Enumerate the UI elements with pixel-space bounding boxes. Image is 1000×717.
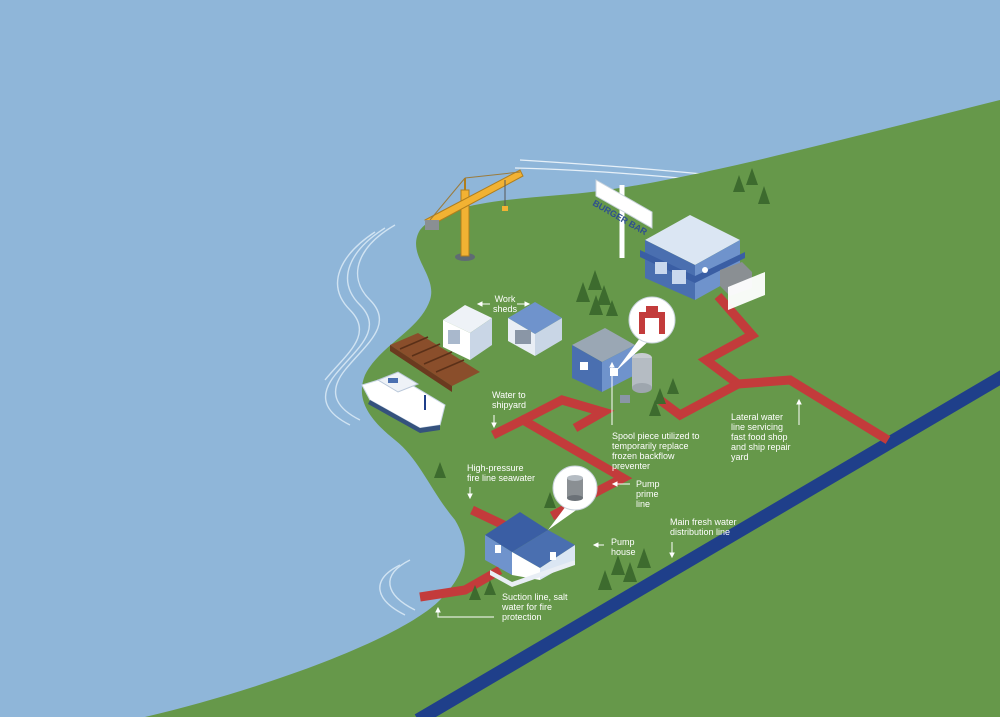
label-main-fresh-water: Main fresh water distribution line [670,517,737,537]
suction-line-pipe [419,566,503,602]
land-mass [145,100,1000,717]
trees [434,168,770,600]
burger-bar-sign [595,179,653,258]
label-spool-piece: Spool piece utilized to temporarily repl… [612,431,700,471]
lateral-water-line-pipe [697,293,891,444]
boat [361,371,446,433]
label-water-to-shipyard: Water to shipyard [492,390,527,410]
label-pump-house: Pump house [611,537,636,557]
crane [424,169,524,261]
burger-bar-building [640,215,765,310]
label-high-pressure-fire-line: High-pressure fire line seawater [467,463,536,483]
label-work-sheds: Work sheds [493,294,518,314]
pump-tank-callout [548,465,598,530]
spool-piece-callout [615,296,676,372]
shipyard-connector-pipe [520,395,615,432]
label-pump-prime-line: Pump prime line [636,479,660,509]
work-shed-left [443,305,492,360]
workshop-branch-pipe [657,380,741,421]
pump-tank-icon [567,475,583,501]
annotation-arrows [435,301,802,618]
dock [390,333,480,392]
pump-house-building [485,512,575,587]
spool-piece-icon [639,306,665,334]
main-fresh-water-line [414,370,1000,717]
work-shed-right [508,302,562,356]
label-lateral-water-line: Lateral water line servicing fast food s… [731,412,791,462]
label-suction-line: Suction line, salt water for fire protec… [502,592,568,622]
wave-ripples [324,224,416,616]
shipyard-pipe [490,414,633,494]
